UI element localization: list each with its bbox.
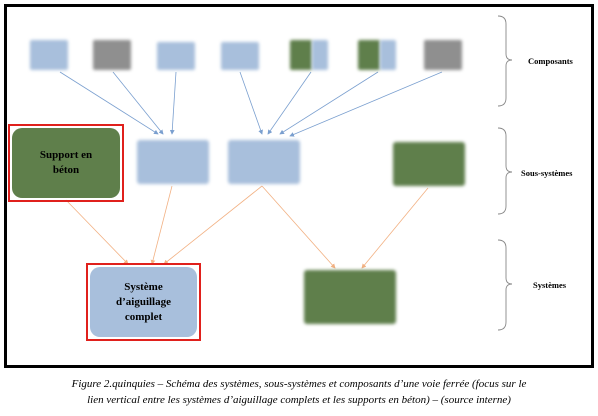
arrow-s2-aiguillage <box>163 185 263 265</box>
arrow-c2-s1 <box>112 71 164 135</box>
brace-composants <box>497 15 513 107</box>
level-label-sous-systemes: Sous-systèmes <box>521 168 573 178</box>
arrow-c6-s2 <box>279 71 379 135</box>
aiguillage-node: Système d’aiguillage complet <box>90 267 197 337</box>
level-label-systemes: Systèmes <box>533 280 567 290</box>
level-braces <box>497 15 513 331</box>
arrow-c7-s2 <box>289 71 443 137</box>
component-7 <box>424 40 462 70</box>
system-green <box>304 270 396 324</box>
component-6b <box>380 40 396 70</box>
arrow-c3-s1 <box>169 71 177 135</box>
subsystem-arrows <box>65 185 429 269</box>
support-beton-highlight <box>8 124 124 202</box>
arrow-s2-sysgreen <box>261 185 336 269</box>
arrow-c5-s2 <box>267 71 312 135</box>
component-1 <box>30 40 68 70</box>
arrow-support-aiguillage <box>65 199 129 265</box>
subsystem-1 <box>137 140 209 184</box>
caption-line-1: Figure 2.quinquies – Schéma des systèmes… <box>71 378 527 390</box>
figure-caption: Figure 2.quinquies – Schéma des systèmes… <box>0 376 598 408</box>
aiguillage-highlight <box>86 263 201 341</box>
brace-systemes <box>497 239 513 331</box>
subsystem-3 <box>393 142 465 186</box>
brace-sous-systemes <box>497 127 513 215</box>
level-label-composants: Composants <box>528 56 573 66</box>
component-2 <box>93 40 131 70</box>
arrow-s1-aiguillage <box>150 185 173 265</box>
component-4 <box>221 42 259 70</box>
arrow-s3-sysgreen <box>361 187 429 269</box>
caption-line-2: lien vertical entre les systèmes d’aigui… <box>87 394 511 406</box>
arrow-c4-s2 <box>239 71 263 135</box>
component-3 <box>157 42 195 70</box>
arrow-c1-s1 <box>59 71 159 135</box>
diagram-canvas <box>59 15 513 331</box>
component-6 <box>358 40 380 70</box>
subsystem-2 <box>228 140 300 184</box>
component-5b <box>312 40 328 70</box>
component-5 <box>290 40 312 70</box>
support-beton-node: Support en béton <box>12 128 120 198</box>
component-arrows <box>59 71 443 137</box>
